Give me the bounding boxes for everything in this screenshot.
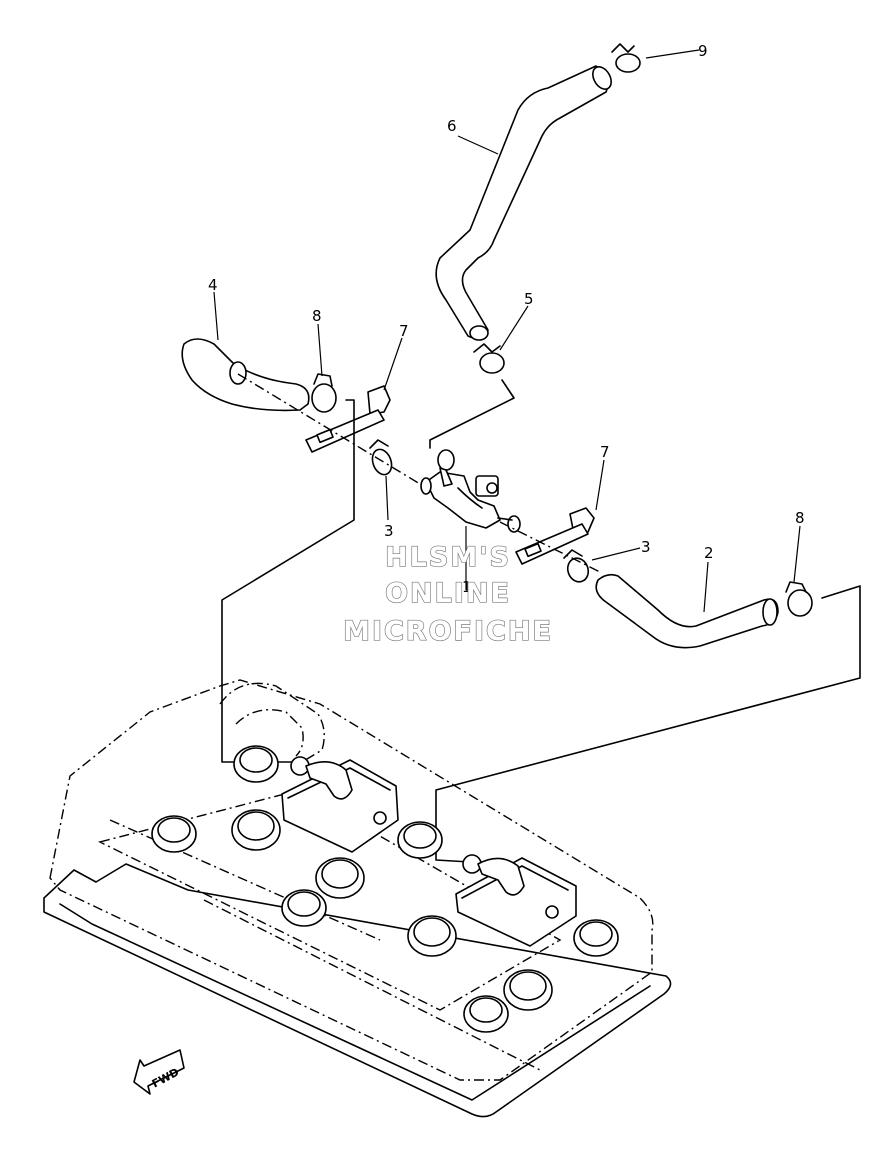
callout-7-right: 7 <box>600 443 610 461</box>
leader-lines <box>213 49 801 613</box>
callout-3-right: 3 <box>641 538 651 556</box>
callout-8-right: 8 <box>795 509 805 527</box>
plug-holes <box>151 745 619 1033</box>
callout-8-left: 8 <box>312 307 322 325</box>
clamp-8-left <box>311 373 337 413</box>
reed-valve-cover-right <box>455 854 577 947</box>
callouts: 9 6 5 4 8 7 3 7 3 2 8 1 <box>208 42 805 596</box>
callout-9: 9 <box>698 42 708 60</box>
watermark-line-1: HLSM'S <box>385 542 511 573</box>
callout-7-left: 7 <box>399 322 409 340</box>
fwd-arrow-icon: FWD <box>133 1049 185 1095</box>
cylinder-head-cover <box>43 679 672 1118</box>
hose-4 <box>181 338 310 412</box>
clamp-5 <box>473 343 505 374</box>
callout-5: 5 <box>524 290 534 308</box>
callout-3-left: 3 <box>384 522 394 540</box>
callout-1: 1 <box>462 578 472 596</box>
callout-6: 6 <box>447 117 457 135</box>
hose-2 <box>595 573 779 649</box>
callout-2: 2 <box>704 544 714 562</box>
air-valve-1 <box>420 449 521 533</box>
callout-4: 4 <box>208 276 218 294</box>
clamp-3-right <box>563 549 590 583</box>
watermark-line-2: ONLINE <box>385 578 511 609</box>
reed-valve-cover-left <box>281 756 399 853</box>
watermark-line-3: MICROFICHE <box>343 616 553 647</box>
watermark: HLSM'S ONLINE MICROFICHE <box>342 541 553 647</box>
hose-6 <box>435 65 612 341</box>
bracket-7-left <box>305 385 391 453</box>
clamp-9 <box>611 43 641 73</box>
clamp-8-right <box>785 581 813 617</box>
bracket-7-right <box>515 507 595 565</box>
clamp-3-left <box>369 439 393 476</box>
